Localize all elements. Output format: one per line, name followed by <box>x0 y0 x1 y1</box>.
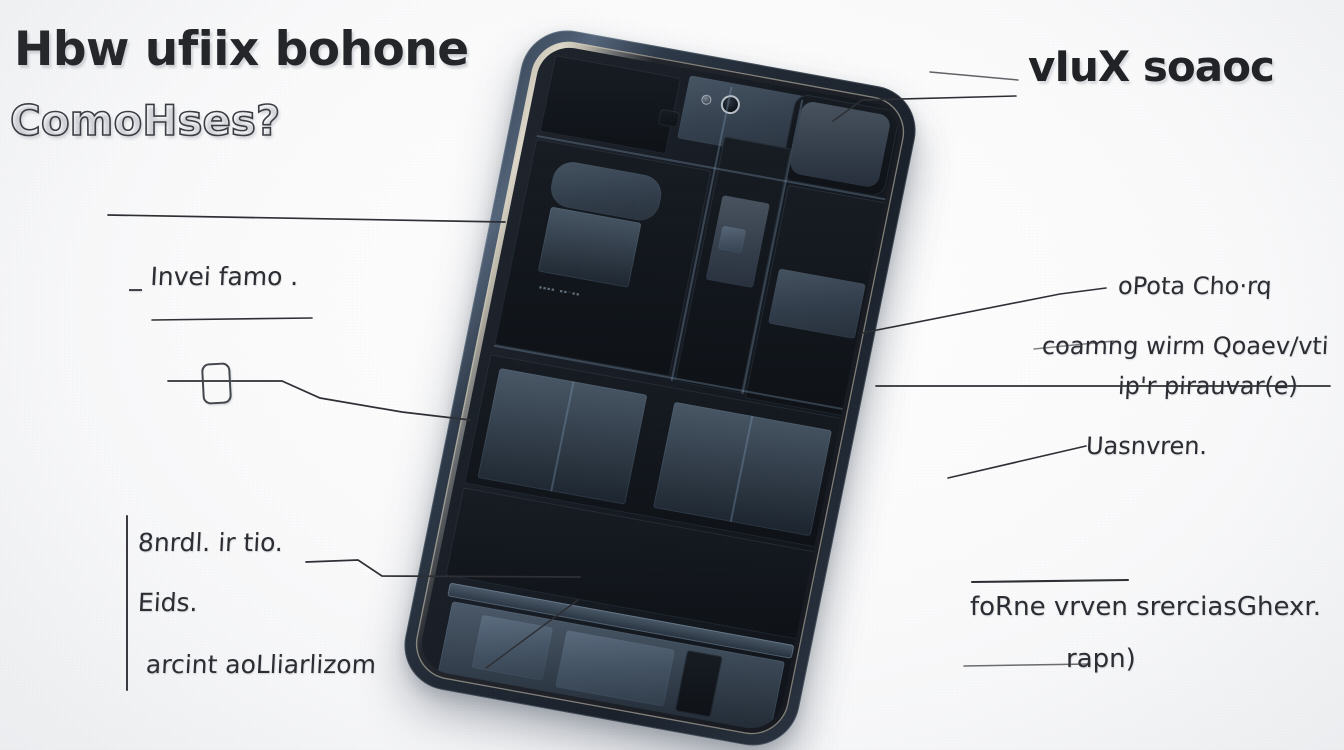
leader-line <box>947 445 1087 479</box>
internal-module <box>657 108 681 128</box>
leader-line <box>929 71 1019 81</box>
leader-line <box>970 578 1130 584</box>
internal-module <box>717 225 747 254</box>
phone-body: ▪▪▪▪ ▪▪·▪▪ <box>396 22 924 750</box>
annotation-right-mid-line-2: ip'r pirauvar(e) <box>1117 372 1299 400</box>
leader-line <box>151 317 313 321</box>
annotation-right-upper: oPota Cho·rq <box>1117 272 1273 300</box>
annotation-left-lower-line-3: arcint aoLliarlizom <box>145 650 377 679</box>
headline-right: vIuX soaoc <box>1028 42 1275 91</box>
annotation-left-upper: _ Invei famo . <box>129 262 300 291</box>
annotation-right-bottom-line-2: rapn) <box>1066 644 1136 674</box>
page-title-line-2: ComoHses? <box>9 95 281 146</box>
annotation-left-lower-line-1: 8nrdl. ir tio. <box>137 528 284 557</box>
annotation-right-bottom-line-1: foRne vrven srerciasGhexr. <box>970 592 1321 622</box>
annotation-right-lower: Uasnvren. <box>1085 432 1208 460</box>
annotation-left-lower-line-2: Eids. <box>137 588 199 617</box>
phone-illustration: ▪▪▪▪ ▪▪·▪▪ <box>396 22 930 750</box>
page-title-line-1: Hbw ufiix bohone <box>14 22 469 77</box>
internal-module <box>788 100 892 189</box>
rounded-rect-marker-icon <box>200 362 233 405</box>
phone-bezel: ▪▪▪▪ ▪▪·▪▪ <box>409 35 911 741</box>
annotation-right-mid-line-1: coamng wirm Qoaev/vti <box>1041 332 1330 360</box>
phone-internals: ▪▪▪▪ ▪▪·▪▪ <box>416 42 904 734</box>
